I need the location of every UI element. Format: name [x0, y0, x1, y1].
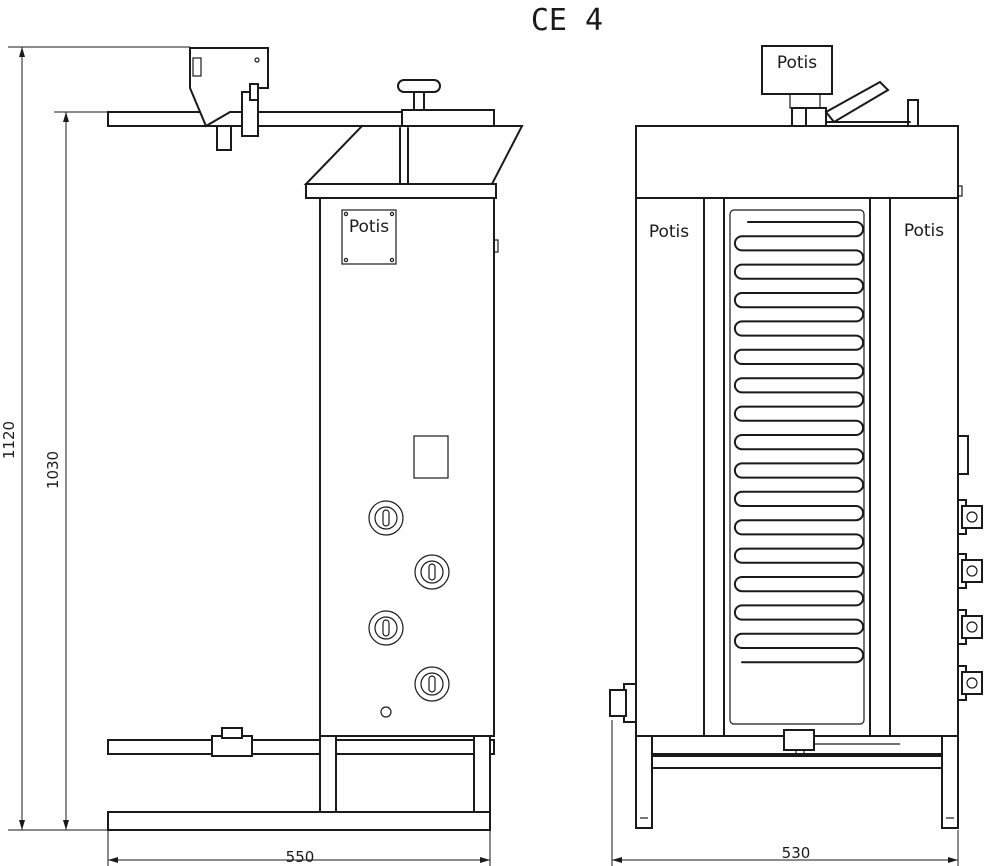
front-view: Potis Potis Potis [609, 45, 983, 829]
bottom-rail [107, 739, 495, 755]
side-knob-3[interactable] [368, 610, 404, 646]
front-control-box: Potis [761, 45, 919, 159]
right-valve-4 [957, 665, 983, 701]
right-valve-1 [957, 499, 983, 535]
drawing-title: CE 4 [531, 3, 603, 38]
dim-total-height: 1120 [0, 421, 18, 459]
heating-coil [733, 221, 865, 664]
front-box-brand-label: Potis [777, 53, 817, 73]
dim-body-height: 1030 [44, 451, 62, 489]
bottom-spit-holder [211, 727, 253, 757]
side-indicator-light [380, 706, 392, 718]
side-control-box [189, 47, 269, 151]
right-valve-2 [957, 553, 983, 589]
front-legs [635, 735, 959, 829]
left-gas-connector [609, 683, 637, 723]
side-knob-1[interactable] [368, 500, 404, 536]
side-base-frame [107, 735, 491, 831]
side-label-plate: Potis [341, 209, 397, 265]
front-top-housing [635, 125, 959, 199]
right-valve-3 [957, 609, 983, 645]
dim-front-width: 530 [782, 844, 811, 862]
front-left-brand-label: Potis [649, 222, 689, 242]
side-window [413, 435, 449, 479]
side-hood [303, 79, 524, 199]
front-right-brand-label: Potis [904, 221, 944, 241]
side-body [319, 197, 495, 737]
side-knob-4[interactable] [414, 666, 450, 702]
side-brand-label: Potis [349, 217, 389, 237]
right-switch [957, 435, 969, 475]
front-body [635, 197, 959, 737]
dimension-lines: 1120 1030 550 530 [0, 46, 959, 866]
top-rail [107, 111, 421, 127]
side-knob-2[interactable] [414, 554, 450, 590]
side-view: Potis [107, 47, 524, 831]
dim-side-depth: 550 [286, 848, 315, 866]
